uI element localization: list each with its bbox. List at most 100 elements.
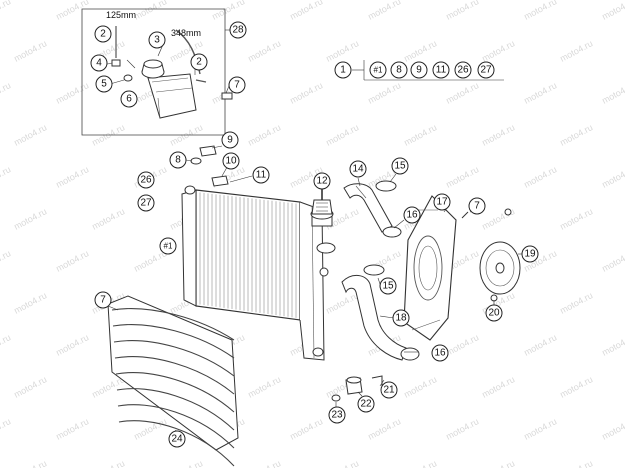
callout-7: 7 [94,291,112,309]
watermark-text: moto4.ru [600,248,625,274]
watermark-text: moto4.ru [0,0,12,22]
watermark-text: moto4.ru [324,122,360,148]
svg-text:1: 1 [340,65,346,76]
watermark-text: moto4.ru [600,0,625,22]
callout-21: 21 [380,381,398,399]
watermark-text: moto4.ru [558,458,594,468]
callout-17: 17 [433,193,451,211]
watermark-text: moto4.ru [288,0,324,22]
watermark-text: moto4.ru [402,374,438,400]
watermark-text: moto4.ru [600,416,625,442]
callout-24: 24 [168,430,186,448]
watermark-text: moto4.ru [558,206,594,232]
callout-16: 16 [403,206,421,224]
callout-22: 22 [357,395,375,413]
callout-18: 18 [392,309,410,327]
watermark-text: moto4.ru [0,248,12,274]
watermark-text: moto4.ru [480,38,516,64]
watermark-text: moto4.ru [402,458,438,468]
svg-text:16: 16 [406,210,418,221]
kit-member-9: 9 [410,61,428,79]
svg-text:12: 12 [316,176,328,187]
watermark-text: moto4.ru [288,416,324,442]
watermark-text: moto4.ru [90,206,126,232]
watermark-text: moto4.ru [600,164,625,190]
watermark-text: moto4.ru [210,0,246,22]
svg-text:20: 20 [488,308,500,319]
kit-bracket [352,60,504,81]
radiator [181,185,329,361]
watermark-text: moto4.ru [558,122,594,148]
callout-layer: 2 3 28 4 2 5 7 6 1 #1 8 9 11 26 27 9 8 1… [90,21,539,448]
svg-text:16: 16 [434,348,446,359]
watermark-text: moto4.ru [54,248,90,274]
watermark-text: moto4.ru [522,332,558,358]
watermark-text: moto4.ru [54,416,90,442]
svg-text:9: 9 [416,65,422,76]
watermark-text: moto4.ru [522,80,558,106]
upper-hose [343,173,405,238]
kit-member-27: 27 [477,61,495,79]
svg-text:15: 15 [382,281,394,292]
callout-5: 5 [95,75,113,93]
dimension-125mm: 125mm [106,10,136,20]
svg-text:15: 15 [394,161,406,172]
watermark-text: moto4.ru [444,332,480,358]
watermark-text: moto4.ru [324,290,360,316]
watermark-text: moto4.ru [288,80,324,106]
watermark-text: moto4.ru [12,206,48,232]
radiator-filler-neck [310,185,336,254]
watermark-text: moto4.ru [480,122,516,148]
watermark-text: moto4.ru [600,332,625,358]
watermark-text: moto4.ru [246,374,282,400]
watermark-text: moto4.ru [0,332,12,358]
radiator-grille [107,295,239,467]
svg-text:8: 8 [175,155,181,166]
watermark-text: moto4.ru [90,458,126,468]
watermark-text: moto4.ru [558,290,594,316]
watermark-text: moto4.ru [558,38,594,64]
callout-7: 7 [228,76,246,94]
watermark-text: moto4.ru [54,164,90,190]
watermark-text: moto4.ru [402,38,438,64]
svg-text:24: 24 [171,434,183,445]
svg-text:18: 18 [395,313,407,324]
svg-text:3: 3 [154,35,160,46]
callout-15: 15 [391,157,409,175]
callout-6: 6 [120,90,138,108]
watermark-text: moto4.ru [444,164,480,190]
expansion-tank-inset [81,8,233,136]
watermark-text: moto4.ru [12,374,48,400]
watermark-text: moto4.ru [12,458,48,468]
callout-1: 1 [334,61,352,79]
watermark-text: moto4.ru [12,38,48,64]
watermark-text: moto4.ru [558,374,594,400]
top-fittings [185,145,253,187]
callout-8: 8 [169,151,187,169]
callout-hash1: #1 [159,237,177,255]
callout-26: 26 [137,171,155,189]
svg-text:22: 22 [360,399,372,410]
svg-text:19: 19 [524,249,536,260]
callout-7: 7 [468,197,486,215]
watermark-text: moto4.ru [522,416,558,442]
callout-11: 11 [252,166,270,184]
expansion-tank [147,73,197,119]
svg-text:7: 7 [234,80,240,91]
callout-20: 20 [485,304,503,322]
watermark-text: moto4.ru [132,0,168,22]
svg-text:23: 23 [331,410,343,421]
svg-text:10: 10 [225,156,237,167]
svg-text:2: 2 [100,29,106,40]
watermark-text: moto4.ru [54,332,90,358]
kit-member-8: 8 [390,61,408,79]
watermark-text: moto4.ru [366,0,402,22]
watermark-text: moto4.ru [366,80,402,106]
watermark-text: moto4.ru [444,80,480,106]
kit-member-26: 26 [454,61,472,79]
svg-text:4: 4 [96,58,102,69]
svg-text:2: 2 [196,57,202,68]
callout-14: 14 [349,160,367,178]
